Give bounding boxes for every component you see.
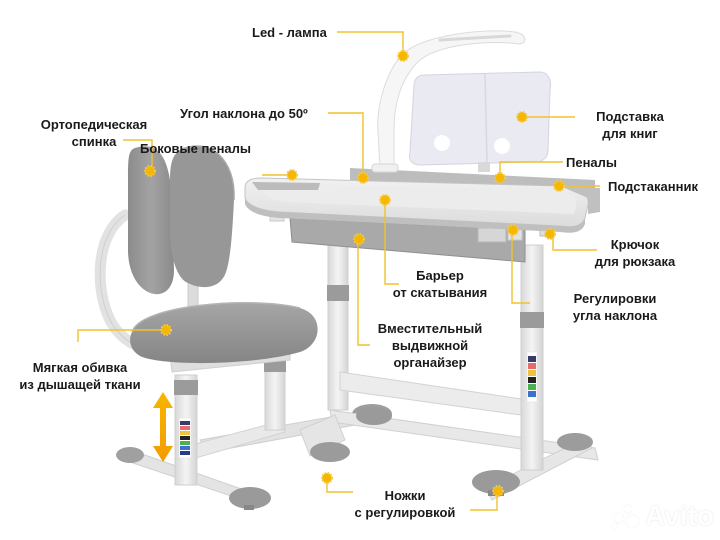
callout-ortho-back: Ортопедическая спинка (40, 117, 148, 149)
leader-lines (77, 31, 600, 511)
callout-led-lamp: Led - лампа (252, 25, 327, 40)
marker-feet-right (492, 485, 504, 497)
callout-upholstery: Мягкая обивка из дышащей ткани (19, 360, 141, 392)
callout-tilt-angle: Угол наклона до 50º (180, 106, 308, 121)
callout-pencil-trays: Пеналы (566, 155, 618, 170)
callout-backpack-hook: Крючок для рюкзака (594, 237, 676, 269)
callout-tilt-adjusters: Регулировки угла наклона (572, 291, 658, 323)
desk (244, 30, 600, 501)
height-scale-sticker (178, 417, 192, 459)
marker-pencil-trays (494, 172, 506, 184)
callout-side-trays: Боковые пеналы (140, 141, 252, 156)
desk-height-scale-sticker (526, 351, 538, 403)
led-lamp (371, 30, 526, 173)
height-adjust-arrow-icon (153, 392, 173, 462)
avito-watermark: Avito (612, 500, 714, 532)
marker-tilt-adjust (507, 224, 519, 236)
marker-barrier (379, 194, 391, 206)
marker-feet-left (321, 472, 333, 484)
callout-adjustable-feet: Ножки с регулировкой (354, 488, 456, 520)
chair (94, 145, 392, 510)
avito-logo-icon (612, 503, 642, 529)
marker-led-lamp (397, 50, 409, 62)
marker-tilt-angle (357, 172, 369, 184)
callout-organizer: Вместительный выдвижной органайзер (377, 321, 483, 370)
callout-anti-roll-barrier: Барьер от скатывания (392, 268, 488, 300)
book-stand (409, 71, 551, 172)
marker-upholstery (160, 324, 172, 336)
marker-hook (544, 228, 556, 240)
marker-side-trays (286, 169, 298, 181)
callout-book-stand: Подставка для книг (596, 109, 664, 141)
marker-book-stand (516, 111, 528, 123)
marker-organizer (353, 233, 365, 245)
callout-cup-holder: Подстаканник (608, 179, 698, 194)
marker-cup-holder (553, 180, 565, 192)
marker-ortho-back (144, 165, 156, 177)
callout-markers (144, 50, 565, 497)
